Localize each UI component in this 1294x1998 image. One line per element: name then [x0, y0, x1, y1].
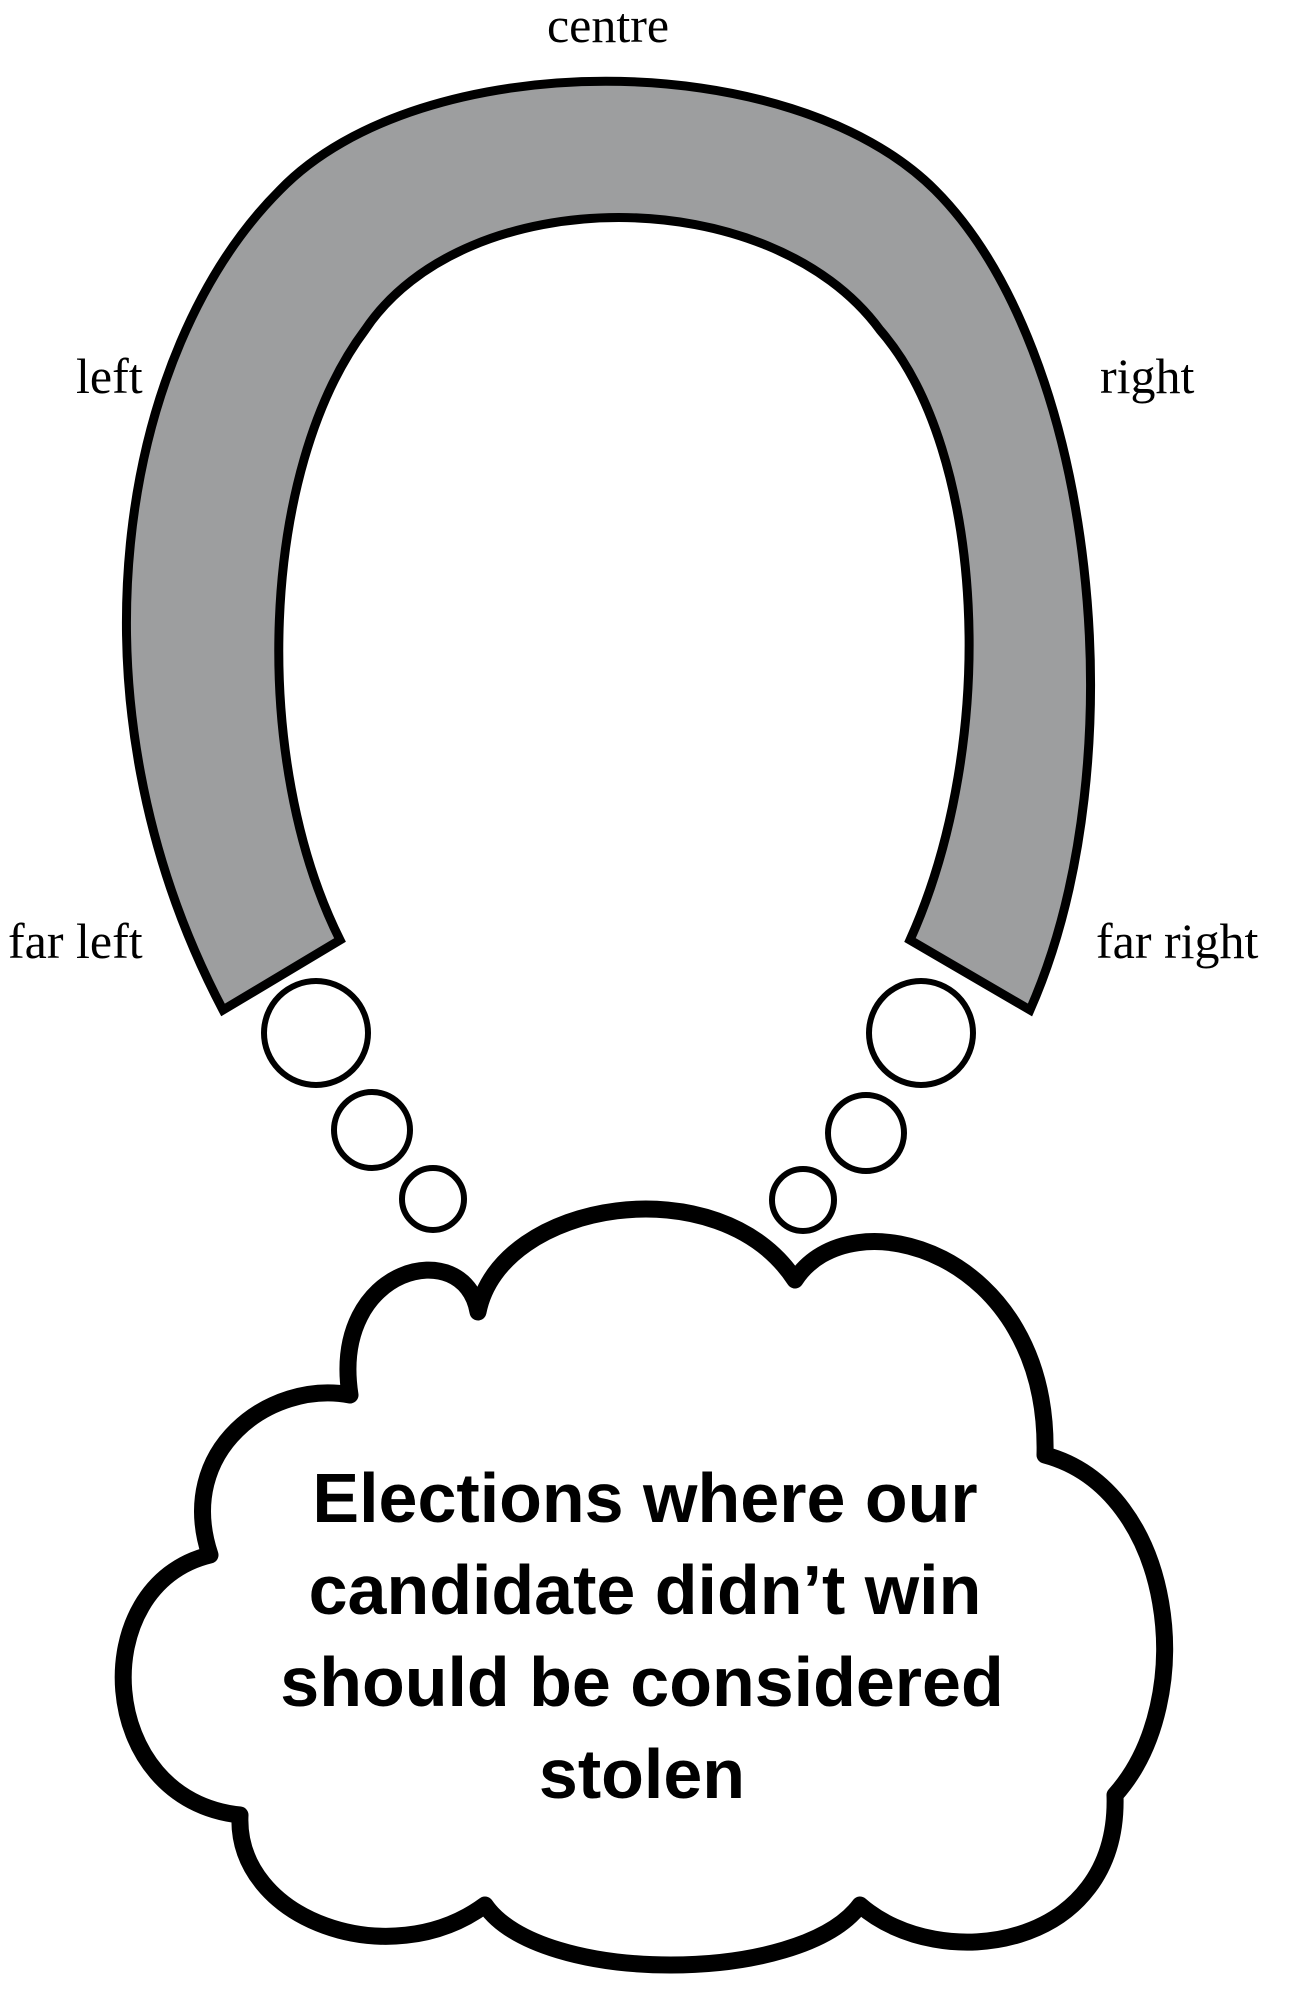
label-far-right: far right [1096, 913, 1259, 969]
thought-cloud [114, 1200, 1173, 1974]
cloud-text-line-3: should be considered [280, 1643, 1003, 1721]
label-far-left: far left [8, 913, 143, 969]
thought-bubble-left-small [399, 1165, 467, 1233]
cloud-text-line-4: stolen [539, 1735, 745, 1813]
label-right: right [1100, 348, 1195, 404]
thought-bubble-left-medium [331, 1089, 413, 1171]
thought-bubble-left-large [261, 978, 371, 1088]
label-left: left [76, 348, 143, 404]
thought-bubble-right-small [769, 1166, 837, 1234]
cloud-text-line-2: candidate didn’t win [309, 1551, 982, 1629]
political-spectrum-horseshoe [122, 76, 1095, 1017]
label-centre: centre [547, 0, 669, 53]
thought-bubble-right-large [866, 978, 976, 1088]
cloud-text-line-1: Elections where our [312, 1459, 977, 1537]
thought-bubble-right-medium [825, 1092, 907, 1174]
